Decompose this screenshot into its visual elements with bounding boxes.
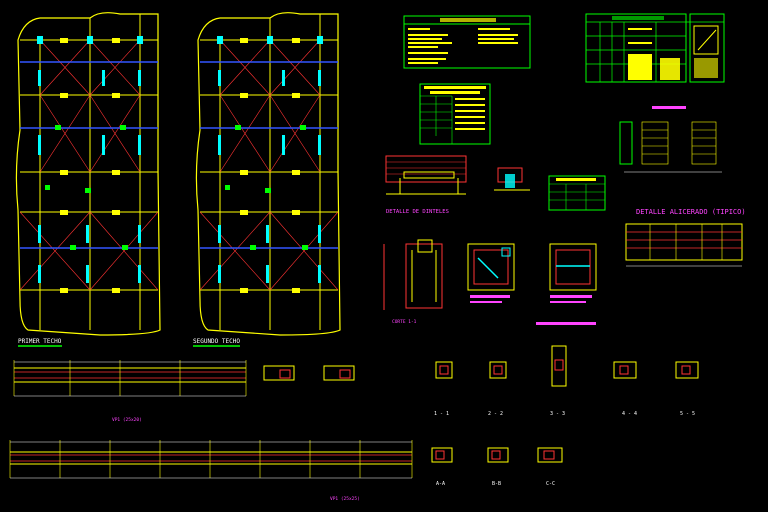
beam-sections-aa-bb xyxy=(263,365,355,381)
lintel-schedule-table xyxy=(548,175,606,211)
brick-wall-detail xyxy=(619,106,722,173)
plan-title-segundo-techo: SEGUNDO TECHO xyxy=(193,338,240,345)
detail-corte: CORTE 1-1 xyxy=(383,239,443,325)
section-cc: C-C xyxy=(546,481,555,487)
detail-corte-title: CORTE 1-1 xyxy=(392,319,417,325)
beam-sections-aa-bb-cc: A-A B-B C-C xyxy=(431,447,563,487)
section-aa: A-A xyxy=(436,481,445,487)
beam-vp1-title-bottom: VP1 (25x25) xyxy=(330,496,360,502)
floor-plan-segundo-techo: SEGUNDO TECHO xyxy=(193,12,341,347)
column-schedule-table xyxy=(585,13,725,83)
detail-alicerado-title: DETALLE ALICERADO (TIPICO) xyxy=(636,208,746,216)
detail-dinteles-title: DETALLE DE DINTELES xyxy=(386,209,449,215)
section-label-3: 3 - 3 xyxy=(550,411,565,417)
section-label-5: 5 - 5 xyxy=(680,411,695,417)
section-label-4: 4 - 4 xyxy=(622,411,637,417)
column-sections-row: 1 - 1 2 - 2 3 - 3 4 - 4 5 - 5 xyxy=(434,345,699,417)
section-label-2: 2 - 2 xyxy=(488,411,503,417)
plan-title-primer-techo: PRIMER TECHO xyxy=(18,338,62,345)
column-base-details xyxy=(467,243,597,325)
notes-box xyxy=(419,83,491,145)
detail-alicerado: DETALLE ALICERADO (TIPICO) xyxy=(625,208,746,267)
beam-vp1-elevation-2: VP1 (25x25) xyxy=(9,440,413,502)
specifications-table xyxy=(403,15,531,69)
beam-vp1-title-top: VP1 (25x20) xyxy=(112,417,142,423)
beam-vp1-elevation-1: VP1 (25x20) xyxy=(13,360,247,423)
section-label-1: 1 - 1 xyxy=(434,411,449,417)
section-bb: B-B xyxy=(492,481,501,487)
detail-dinteles: DETALLE DE DINTELES xyxy=(385,155,530,215)
floor-plan-primer-techo: PRIMER TECHO xyxy=(15,12,161,347)
